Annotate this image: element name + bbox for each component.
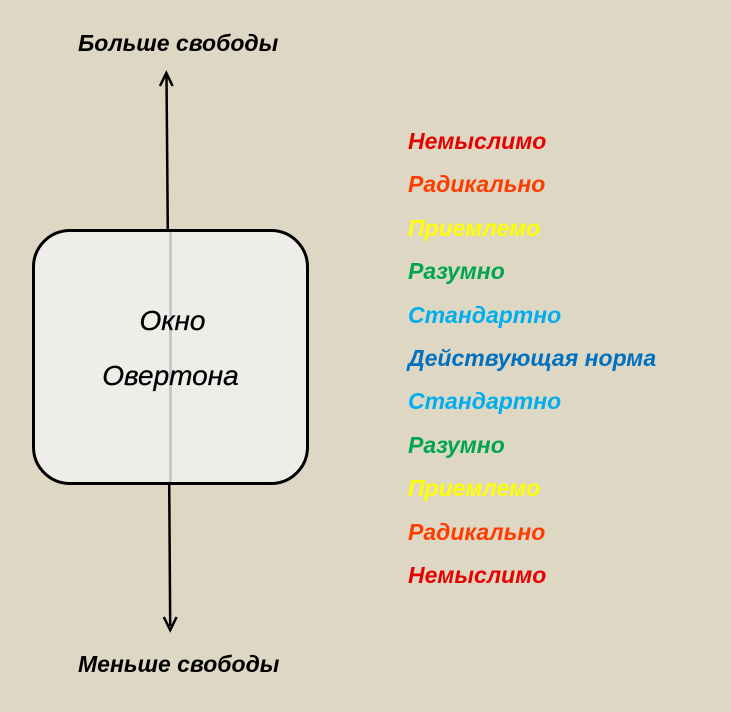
scale-item-current-norm: Действующая норма: [408, 344, 657, 371]
axis-line-through-box: [169, 232, 172, 482]
scale-item-acceptable-bottom: Приемлемо: [408, 475, 541, 502]
overton-window-box: Окно Овертона: [32, 229, 309, 485]
arrow-down-icon: [162, 616, 178, 633]
less-freedom-label: Меньше свободы: [78, 651, 280, 677]
scale-item-unthinkable-bottom: Немыслимо: [408, 561, 547, 588]
axis-line-upper: [165, 75, 170, 233]
scale-item-standard-top: Стандартно: [408, 301, 562, 328]
axis-line-lower: [167, 480, 172, 627]
scale-item-unthinkable-top: Немыслимо: [408, 128, 547, 154]
more-freedom-label: Больше свободы: [78, 30, 279, 56]
arrow-up-icon: [158, 70, 174, 87]
scale-item-sensible-top: Разумно: [408, 258, 505, 285]
scale-item-radical-top: Радикально: [408, 171, 546, 198]
scale-item-radical-bottom: Радикально: [408, 518, 546, 545]
acceptability-scale: Немыслимо Радикально Приемлемо Разумно С…: [408, 126, 656, 603]
window-title-line1: Окно: [139, 305, 206, 336]
scale-item-standard-bottom: Стандартно: [408, 388, 562, 415]
scale-item-sensible-bottom: Разумно: [408, 431, 505, 458]
window-title-line2: Овертона: [102, 360, 239, 391]
scale-item-acceptable-top: Приемлемо: [408, 214, 541, 241]
